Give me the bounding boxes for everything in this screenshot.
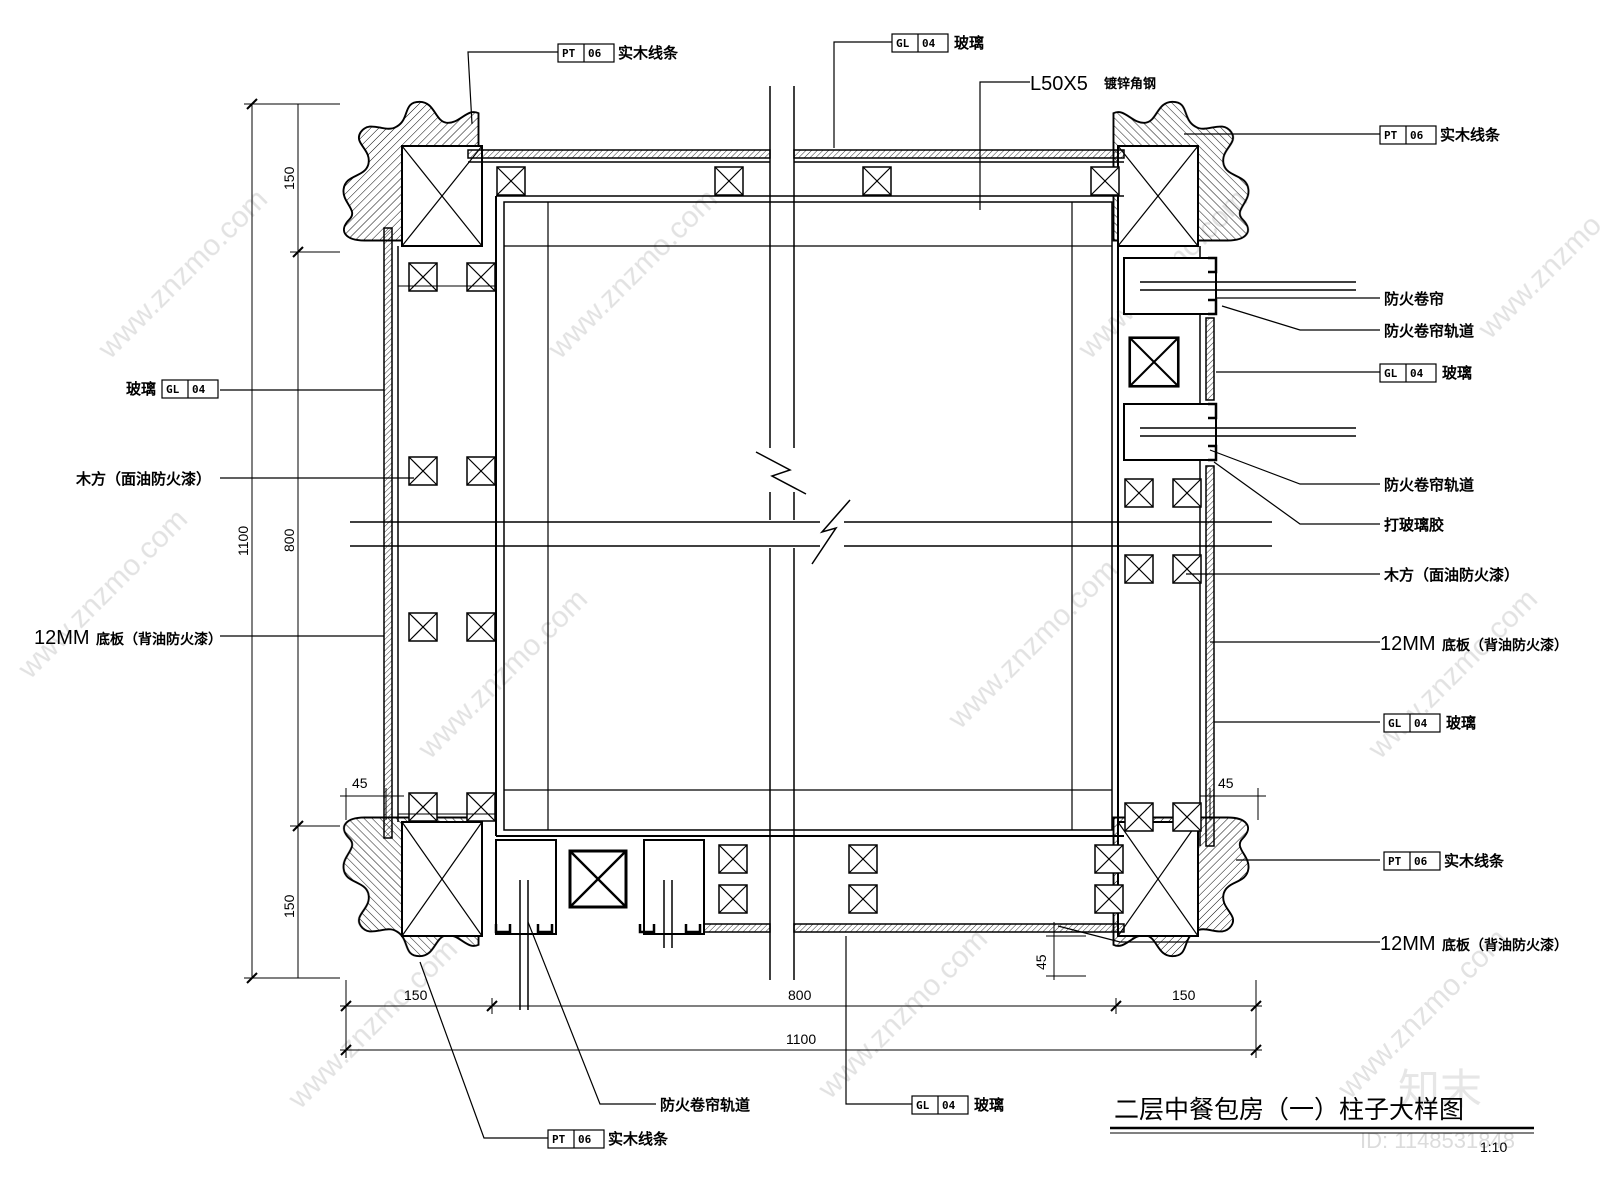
code-04: 04 xyxy=(922,37,936,50)
code-04: 04 xyxy=(1410,367,1424,380)
dim-bottom-left: 150 xyxy=(404,987,428,1003)
callout-labels xyxy=(161,33,1441,1149)
watermark-text: www.znzmo.com xyxy=(1471,162,1600,345)
code-06: 06 xyxy=(578,1133,592,1146)
code-pt: PT xyxy=(562,47,576,60)
dim-left-mid: 800 xyxy=(281,528,297,552)
watermark-text: www.znzmo.com xyxy=(1361,582,1544,765)
watermark-id: ID: 1148531848 xyxy=(1360,1128,1515,1153)
dim-left-bottom: 150 xyxy=(281,894,297,918)
label-base-board: 底板（背油防火漆） xyxy=(96,631,222,648)
code-gl: GL xyxy=(896,37,910,50)
code-gl: GL xyxy=(1388,717,1402,730)
watermark-text: www.znzmo.com xyxy=(91,182,274,365)
drawing-scale: 1:10 xyxy=(1480,1139,1507,1155)
column-section xyxy=(342,86,1356,1010)
label-base-board: 底板（背油防火漆） xyxy=(1442,937,1568,954)
code-pt: PT xyxy=(552,1133,566,1146)
label-wood-strip: 实木线条 xyxy=(618,44,679,62)
code-06: 06 xyxy=(1410,129,1424,142)
code-pt: PT xyxy=(1388,855,1402,868)
callout-texts: PT 06 实木线条 GL 04 玻璃 L50X5 镀锌角钢 PT 06 实木线… xyxy=(34,34,1568,1148)
dimension-texts: 150 800 1100 150 45 45 45 150 800 150 11… xyxy=(235,166,1234,1047)
dim-right-gap: 45 xyxy=(1218,775,1234,791)
label-glass: 玻璃 xyxy=(126,380,156,398)
title-block: 二层中餐包房（一）柱子大样图 1:10 xyxy=(1110,1095,1534,1155)
watermark-text: www.znzmo.com xyxy=(411,582,594,765)
dim-bottom-gap: 45 xyxy=(1033,954,1049,970)
dim-bottom-right: 150 xyxy=(1172,987,1196,1003)
code-04: 04 xyxy=(192,383,206,396)
code-gl: GL xyxy=(916,1099,930,1112)
label-fire-track: 防火卷帘轨道 xyxy=(1384,322,1474,340)
label-board-size: 12MM xyxy=(1380,633,1436,655)
code-04: 04 xyxy=(1414,717,1428,730)
label-fire-track: 防火卷帘轨道 xyxy=(1384,476,1474,494)
dim-left-total: 1100 xyxy=(235,526,251,556)
label-wood-batten: 木方（面油防火漆） xyxy=(1383,566,1519,584)
watermark-logo: 知末 xyxy=(1398,1065,1482,1114)
label-fire-track: 防火卷帘轨道 xyxy=(660,1096,750,1114)
code-pt: PT xyxy=(1384,129,1398,142)
code-06: 06 xyxy=(588,47,602,60)
drawing-title: 二层中餐包房（一）柱子大样图 xyxy=(1114,1095,1464,1124)
watermark-layer: www.znzmo.com www.znzmo.com www.znzmo.co… xyxy=(11,162,1600,1153)
dimension-lines xyxy=(244,98,1266,1058)
dim-left-top: 150 xyxy=(281,166,297,190)
label-glass: 玻璃 xyxy=(954,34,984,52)
code-gl: GL xyxy=(166,383,180,396)
code-04: 04 xyxy=(942,1099,956,1112)
label-fire-curtain: 防火卷帘 xyxy=(1384,290,1444,308)
label-base-board: 底板（背油防火漆） xyxy=(1442,637,1568,654)
label-glass: 玻璃 xyxy=(974,1096,1004,1114)
watermark-text: www.znzmo.com xyxy=(811,922,994,1105)
watermark-text: www.znzmo.com xyxy=(541,182,724,365)
label-board-size: 12MM xyxy=(1380,933,1436,955)
watermark-text: www.znzmo.com xyxy=(11,502,194,685)
watermark-text: www.znzmo.com xyxy=(281,932,464,1115)
leader-lines xyxy=(220,41,1380,1139)
label-wood-strip: 实木线条 xyxy=(608,1130,669,1148)
label-glass-glue: 打玻璃胶 xyxy=(1384,516,1444,534)
label-angle-steel: 镀锌角钢 xyxy=(1104,76,1156,92)
label-glass: 玻璃 xyxy=(1446,714,1476,732)
dim-bottom-total: 1100 xyxy=(786,1031,816,1047)
label-glass: 玻璃 xyxy=(1442,364,1472,382)
label-angle-steel-size: L50X5 xyxy=(1030,73,1088,95)
label-wood-strip: 实木线条 xyxy=(1444,852,1505,870)
label-wood-batten: 木方（面油防火漆） xyxy=(75,470,211,488)
dim-bottom-mid: 800 xyxy=(788,987,812,1003)
dim-left-gap: 45 xyxy=(352,775,368,791)
label-wood-strip: 实木线条 xyxy=(1440,126,1501,144)
code-gl: GL xyxy=(1384,367,1398,380)
code-06: 06 xyxy=(1414,855,1428,868)
label-board-size: 12MM xyxy=(34,627,90,649)
watermark-text: www.znzmo.com xyxy=(941,552,1124,735)
